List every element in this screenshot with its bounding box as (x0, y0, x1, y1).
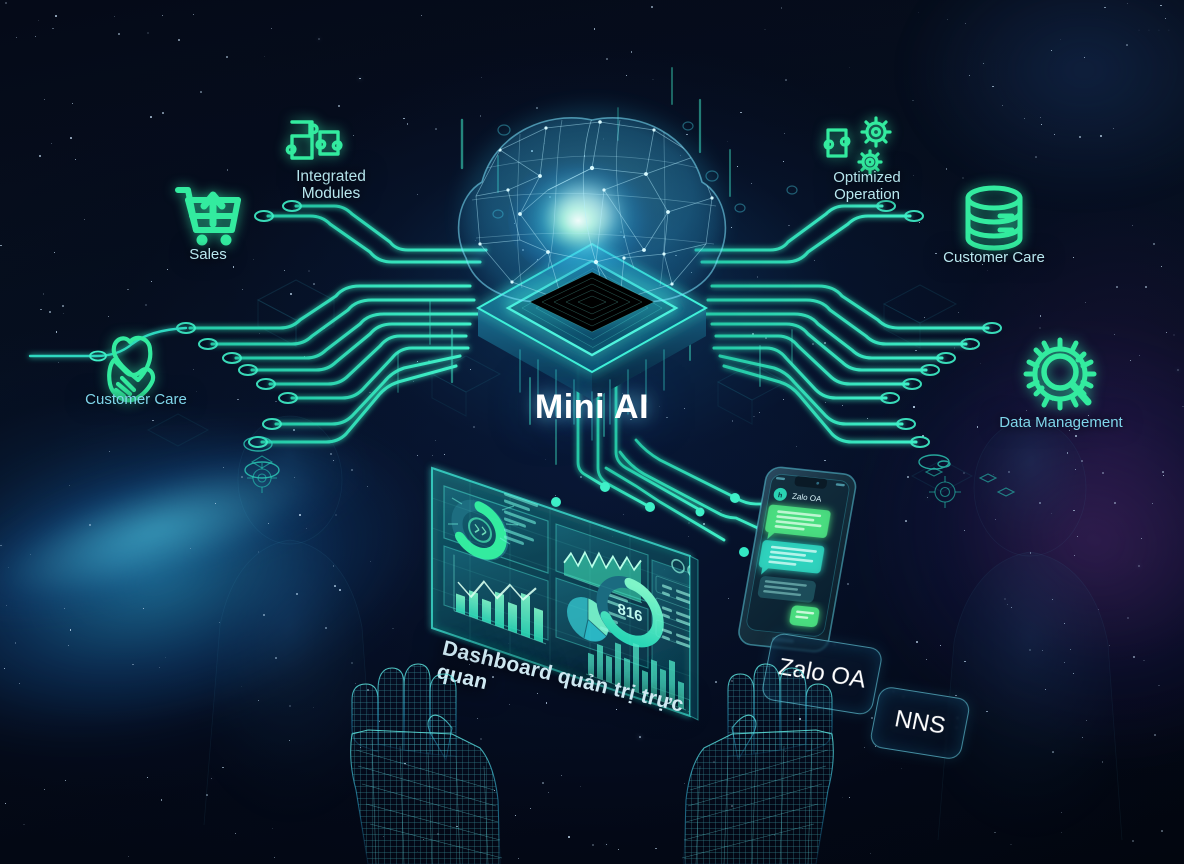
puzzle-pieces-icon (285, 120, 343, 160)
donut-chart (448, 497, 519, 561)
gauge-value: 816 (617, 601, 642, 627)
label-customer-care-right: Customer Care (943, 249, 1045, 266)
database-stack-icon (965, 185, 1023, 251)
nebula-right (800, 266, 1184, 814)
label-customer-care-left: Customer Care (85, 391, 187, 408)
label-integrated-modules: Integrated Modules (296, 168, 366, 203)
badge-nns[interactable]: NNS (868, 685, 972, 761)
bar-line-chart (453, 554, 546, 645)
human-silhouette-right (937, 419, 1123, 840)
label-sales: Sales (189, 246, 227, 263)
badge-zalo-oa[interactable]: Zalo OA (760, 631, 884, 717)
shopping-cart-upload-icon (175, 187, 241, 246)
pie-chart (567, 597, 609, 642)
phone-avatar-initials: h (777, 492, 782, 499)
label-data-management: Data Management (999, 414, 1123, 431)
human-silhouette-left (203, 415, 377, 825)
dashboard-caption: Dashboard quản trị trực quan (434, 636, 687, 717)
nebula-left-bright (0, 406, 379, 654)
gauge-chart: 816 (596, 576, 664, 648)
label-optimized-operation: Optimized Operation (833, 169, 901, 203)
area-chart (563, 550, 642, 604)
puzzle-gears-icon (823, 116, 892, 175)
phone-app-name: Zalo OA (791, 492, 822, 504)
watermark: · · · · (1136, 22, 1172, 37)
badge-nns-label: NNS (892, 705, 948, 740)
badge-zalo-oa-label: Zalo OA (776, 653, 869, 694)
page-title: Mini AI (534, 388, 650, 426)
